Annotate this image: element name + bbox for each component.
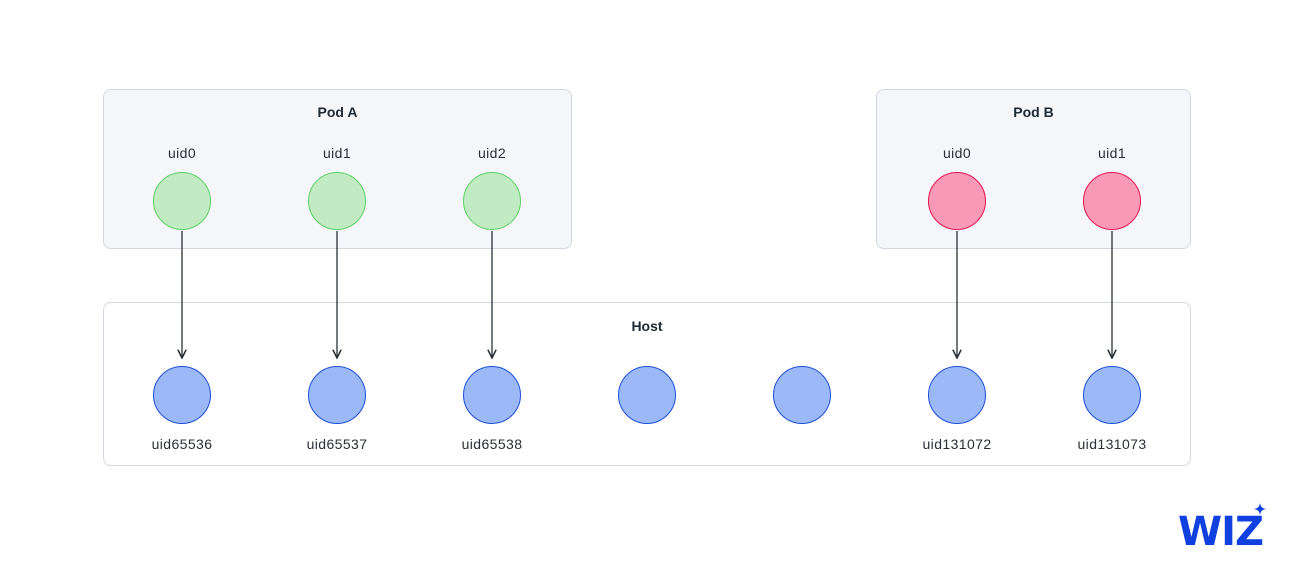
pod-a-uid-node — [463, 172, 521, 230]
pod-a-uid-node — [308, 172, 366, 230]
wiz-logo-text: WIZ — [1178, 509, 1263, 551]
host-uid-label: uid65536 — [151, 436, 213, 452]
host-uid-label: uid131073 — [1077, 436, 1147, 452]
host-uid-node — [1083, 366, 1141, 424]
wiz-logo: WIZ — [1178, 503, 1266, 551]
pod-a-uid-label: uid2 — [477, 145, 507, 161]
pod-b-panel: Pod B — [876, 89, 1191, 249]
pod-b-uid-label: uid1 — [1097, 145, 1127, 161]
host-uid-node — [463, 366, 521, 424]
pod-a-uid-label: uid0 — [167, 145, 197, 161]
host-uid-label: uid65538 — [461, 436, 523, 452]
host-uid-node — [928, 366, 986, 424]
host-uid-node — [153, 366, 211, 424]
pod-a-uid-label: uid1 — [322, 145, 352, 161]
pod-b-uid-node — [1083, 172, 1141, 230]
sparkle-icon — [1254, 503, 1266, 515]
pod-a-title: Pod A — [317, 104, 358, 120]
pod-b-title: Pod B — [1013, 104, 1054, 120]
pod-b-uid-label: uid0 — [942, 145, 972, 161]
host-title: Host — [631, 318, 663, 334]
host-uid-label: uid131072 — [922, 436, 992, 452]
pod-a-uid-node — [153, 172, 211, 230]
host-uid-label: uid65537 — [306, 436, 368, 452]
host-uid-node — [308, 366, 366, 424]
pod-b-uid-node — [928, 172, 986, 230]
host-uid-node — [618, 366, 676, 424]
host-uid-node — [773, 366, 831, 424]
